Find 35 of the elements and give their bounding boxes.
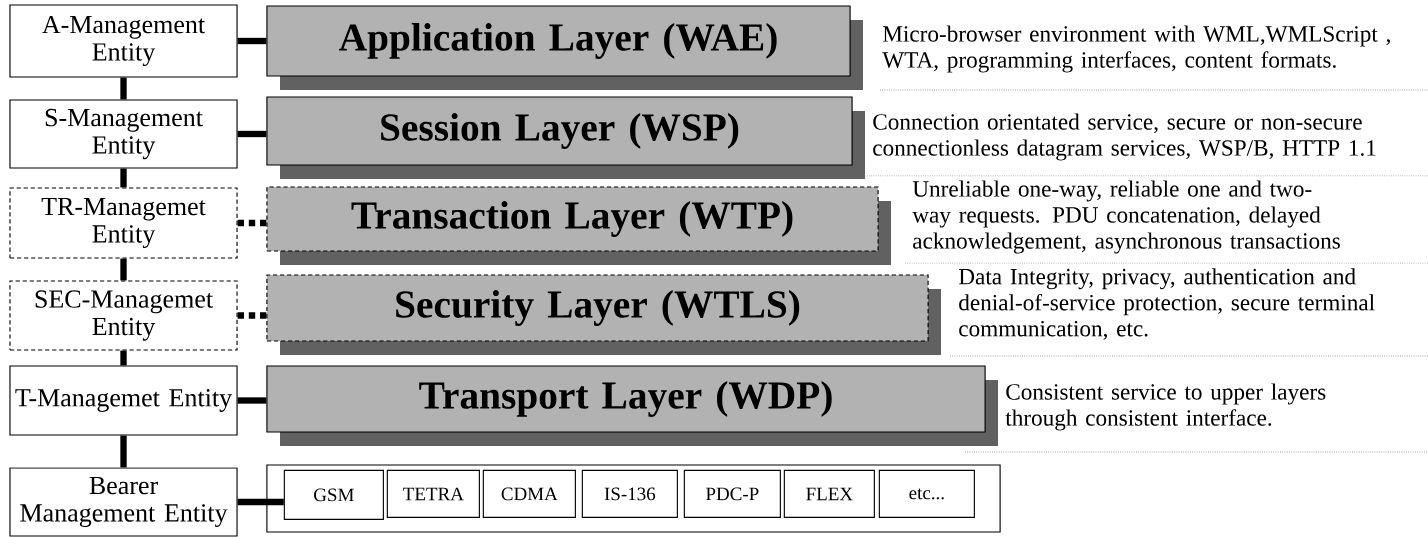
layer-box: Transport Layer (WDP): [266, 365, 998, 446]
connector-line: [237, 130, 267, 138]
layer-box: Application Layer (WAE): [266, 5, 863, 90]
connector-line: [237, 37, 267, 45]
description-text: Data Integrity, privacy, authentication and denial-of-service protection, secure terminal communication, etc.: [958, 268, 1375, 340]
connector-line: [120, 168, 127, 188]
bearer-box: CDMA: [482, 469, 576, 518]
bearer-box: TETRA: [386, 469, 480, 518]
bearer-box: GSM: [283, 469, 384, 520]
connector-line: [120, 435, 127, 468]
description-text: Unreliable one-way, reliable one and two-way requests. PDU concatenation, delayed acknowledgement, asynchronous transactions: [912, 180, 1340, 254]
management-box: T-Managemet Entity: [9, 365, 238, 436]
management-box: A-Management Entity: [9, 4, 238, 78]
management-box: TR-Managemet Entity: [9, 187, 238, 259]
management-box: SEC-Managemet Entity: [9, 280, 238, 351]
management-box: Bearer Management Entity: [9, 467, 238, 537]
layer-box: Security Layer (WTLS): [266, 274, 941, 355]
connector-line: [237, 312, 267, 319]
layer-box: Transaction Layer (WTP): [266, 186, 891, 265]
description-text: Consistent service to upper layers through consistent interface.: [1005, 383, 1326, 431]
connector-line: [120, 77, 127, 100]
connector-line: [237, 498, 284, 506]
connector-line: [120, 258, 127, 281]
description-text: Micro-browser environment with WML,WMLScript , WTA, programming interfaces, content formats.: [882, 25, 1390, 73]
bearer-box: IS-136: [581, 469, 678, 518]
description-text: Connection orientated service, secure or non-secure connectionless datagram services, WSP/B, HTTP 1.1: [873, 113, 1376, 161]
bearer-box: FLEX: [783, 469, 875, 518]
bearer-box: PDC-P: [683, 469, 781, 518]
layer-box: Session Layer (WSP): [266, 96, 865, 179]
management-box: S-Management Entity: [9, 99, 238, 169]
bearer-box: etc...: [878, 469, 975, 518]
connector-line: [237, 219, 267, 227]
bearer-container: [266, 464, 1001, 533]
connector-line: [237, 397, 267, 404]
connector-line: [120, 350, 127, 366]
